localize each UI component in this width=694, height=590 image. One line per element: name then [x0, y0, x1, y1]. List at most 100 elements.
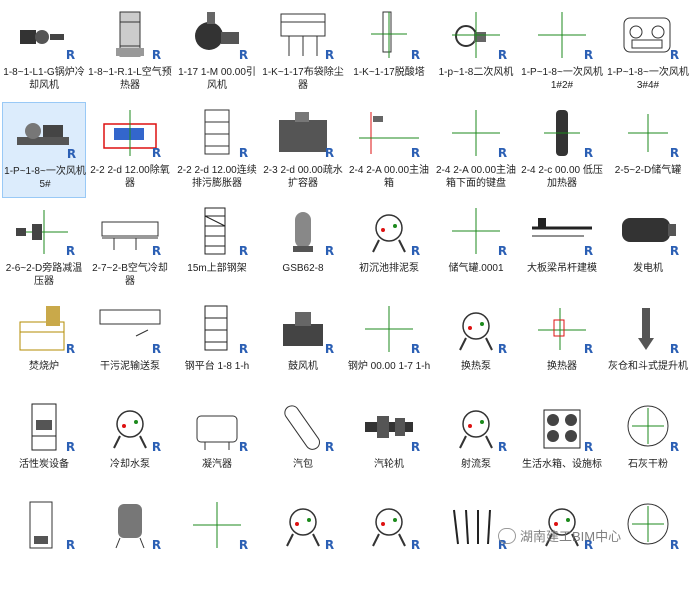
family-tile[interactable]: R [175, 494, 259, 590]
crosshair-icon [438, 106, 514, 160]
fan-skid-icon [7, 107, 83, 161]
pump-icon [265, 498, 341, 552]
tile-label: 1-P~1-8~一次风机1#2# [521, 67, 603, 91]
tile-label: 凝汽器 [202, 459, 232, 470]
tile-label: 发电机 [633, 263, 663, 274]
watermark: 湖南建工BIM中心 [498, 526, 621, 545]
revit-badge-icon: R [238, 342, 249, 356]
crosshair-icon [524, 8, 600, 62]
fan-motor-icon [6, 8, 82, 62]
crosshair-icon [351, 302, 427, 356]
tile-label: 储气罐.0001 [448, 263, 504, 274]
family-tile[interactable]: R [261, 494, 345, 590]
revit-badge-icon: R [151, 244, 162, 258]
revit-badge-icon: R [151, 48, 162, 62]
cooler-icon [92, 204, 168, 258]
family-tile[interactable]: R 储气罐.0001 [434, 200, 518, 296]
tile-label: 1-K~1-17布袋除尘器 [262, 67, 344, 91]
family-tile[interactable]: R 2-6~2-D旁路减温压器 [2, 200, 86, 296]
family-tile[interactable]: R [347, 494, 431, 590]
family-tile[interactable]: R [606, 494, 690, 590]
tile-label: 大板梁吊杆建模 [527, 263, 597, 274]
revit-badge-icon: R [497, 146, 508, 160]
tile-label: 焚烧炉 [29, 361, 59, 372]
revit-badge-icon: R [583, 244, 594, 258]
family-tile[interactable]: R 2-7~2-B空气冷却器 [88, 200, 172, 296]
conveyor-icon [92, 302, 168, 356]
pump-icon [351, 204, 427, 258]
pressure-tank-icon [92, 498, 168, 552]
incinerator-icon [6, 302, 82, 356]
revit-badge-icon: R [410, 48, 421, 62]
heater-column-icon [524, 106, 600, 160]
family-tile[interactable]: R 发电机 [606, 200, 690, 296]
pump-icon [438, 400, 514, 454]
platform-icon [179, 302, 255, 356]
revit-badge-icon: R [238, 538, 249, 552]
crosshair-small-icon [610, 106, 686, 160]
revit-badge-icon: R [583, 538, 594, 552]
revit-badge-icon: R [497, 244, 508, 258]
blower-icon [438, 8, 514, 62]
tile-label: 2-2 2-d 12.00除氧器 [90, 165, 170, 189]
engine-icon [610, 8, 686, 62]
oil-tank-icon [351, 106, 427, 160]
revit-badge-icon: R [669, 244, 680, 258]
family-tile[interactable]: R 大板梁吊杆建模 [520, 200, 604, 296]
tile-label: 干污泥输送泵 [100, 361, 160, 372]
family-tile[interactable]: R [2, 494, 86, 590]
tile-label: 汽包 [293, 459, 313, 470]
tile-label: 1-8~1-R.1-L空气预热器 [88, 67, 172, 91]
revit-badge-icon: R [410, 146, 421, 160]
family-tile[interactable]: R [520, 494, 604, 590]
tile-label: 2-6~2-D旁路减温压器 [5, 263, 83, 287]
family-tile[interactable]: R [434, 494, 518, 590]
tile-label: 换热泵 [461, 361, 491, 372]
revit-badge-icon: R [238, 48, 249, 62]
revit-badge-icon: R [65, 244, 76, 258]
family-tile[interactable]: R [88, 494, 172, 590]
valve-station-icon [6, 204, 82, 258]
tile-label: 2-7~2-B空气冷却器 [92, 263, 168, 287]
revit-badge-icon: R [151, 538, 162, 552]
tank-box-icon [265, 106, 341, 160]
revit-badge-icon: R [497, 538, 508, 552]
family-tile[interactable]: R 1-8~1-R.1-L空气预热器 [88, 4, 172, 100]
tile-label: 2-4 2-c 00.00 低压加热器 [521, 165, 603, 189]
tile-label: 1-p~1-8二次风机 [438, 67, 514, 78]
